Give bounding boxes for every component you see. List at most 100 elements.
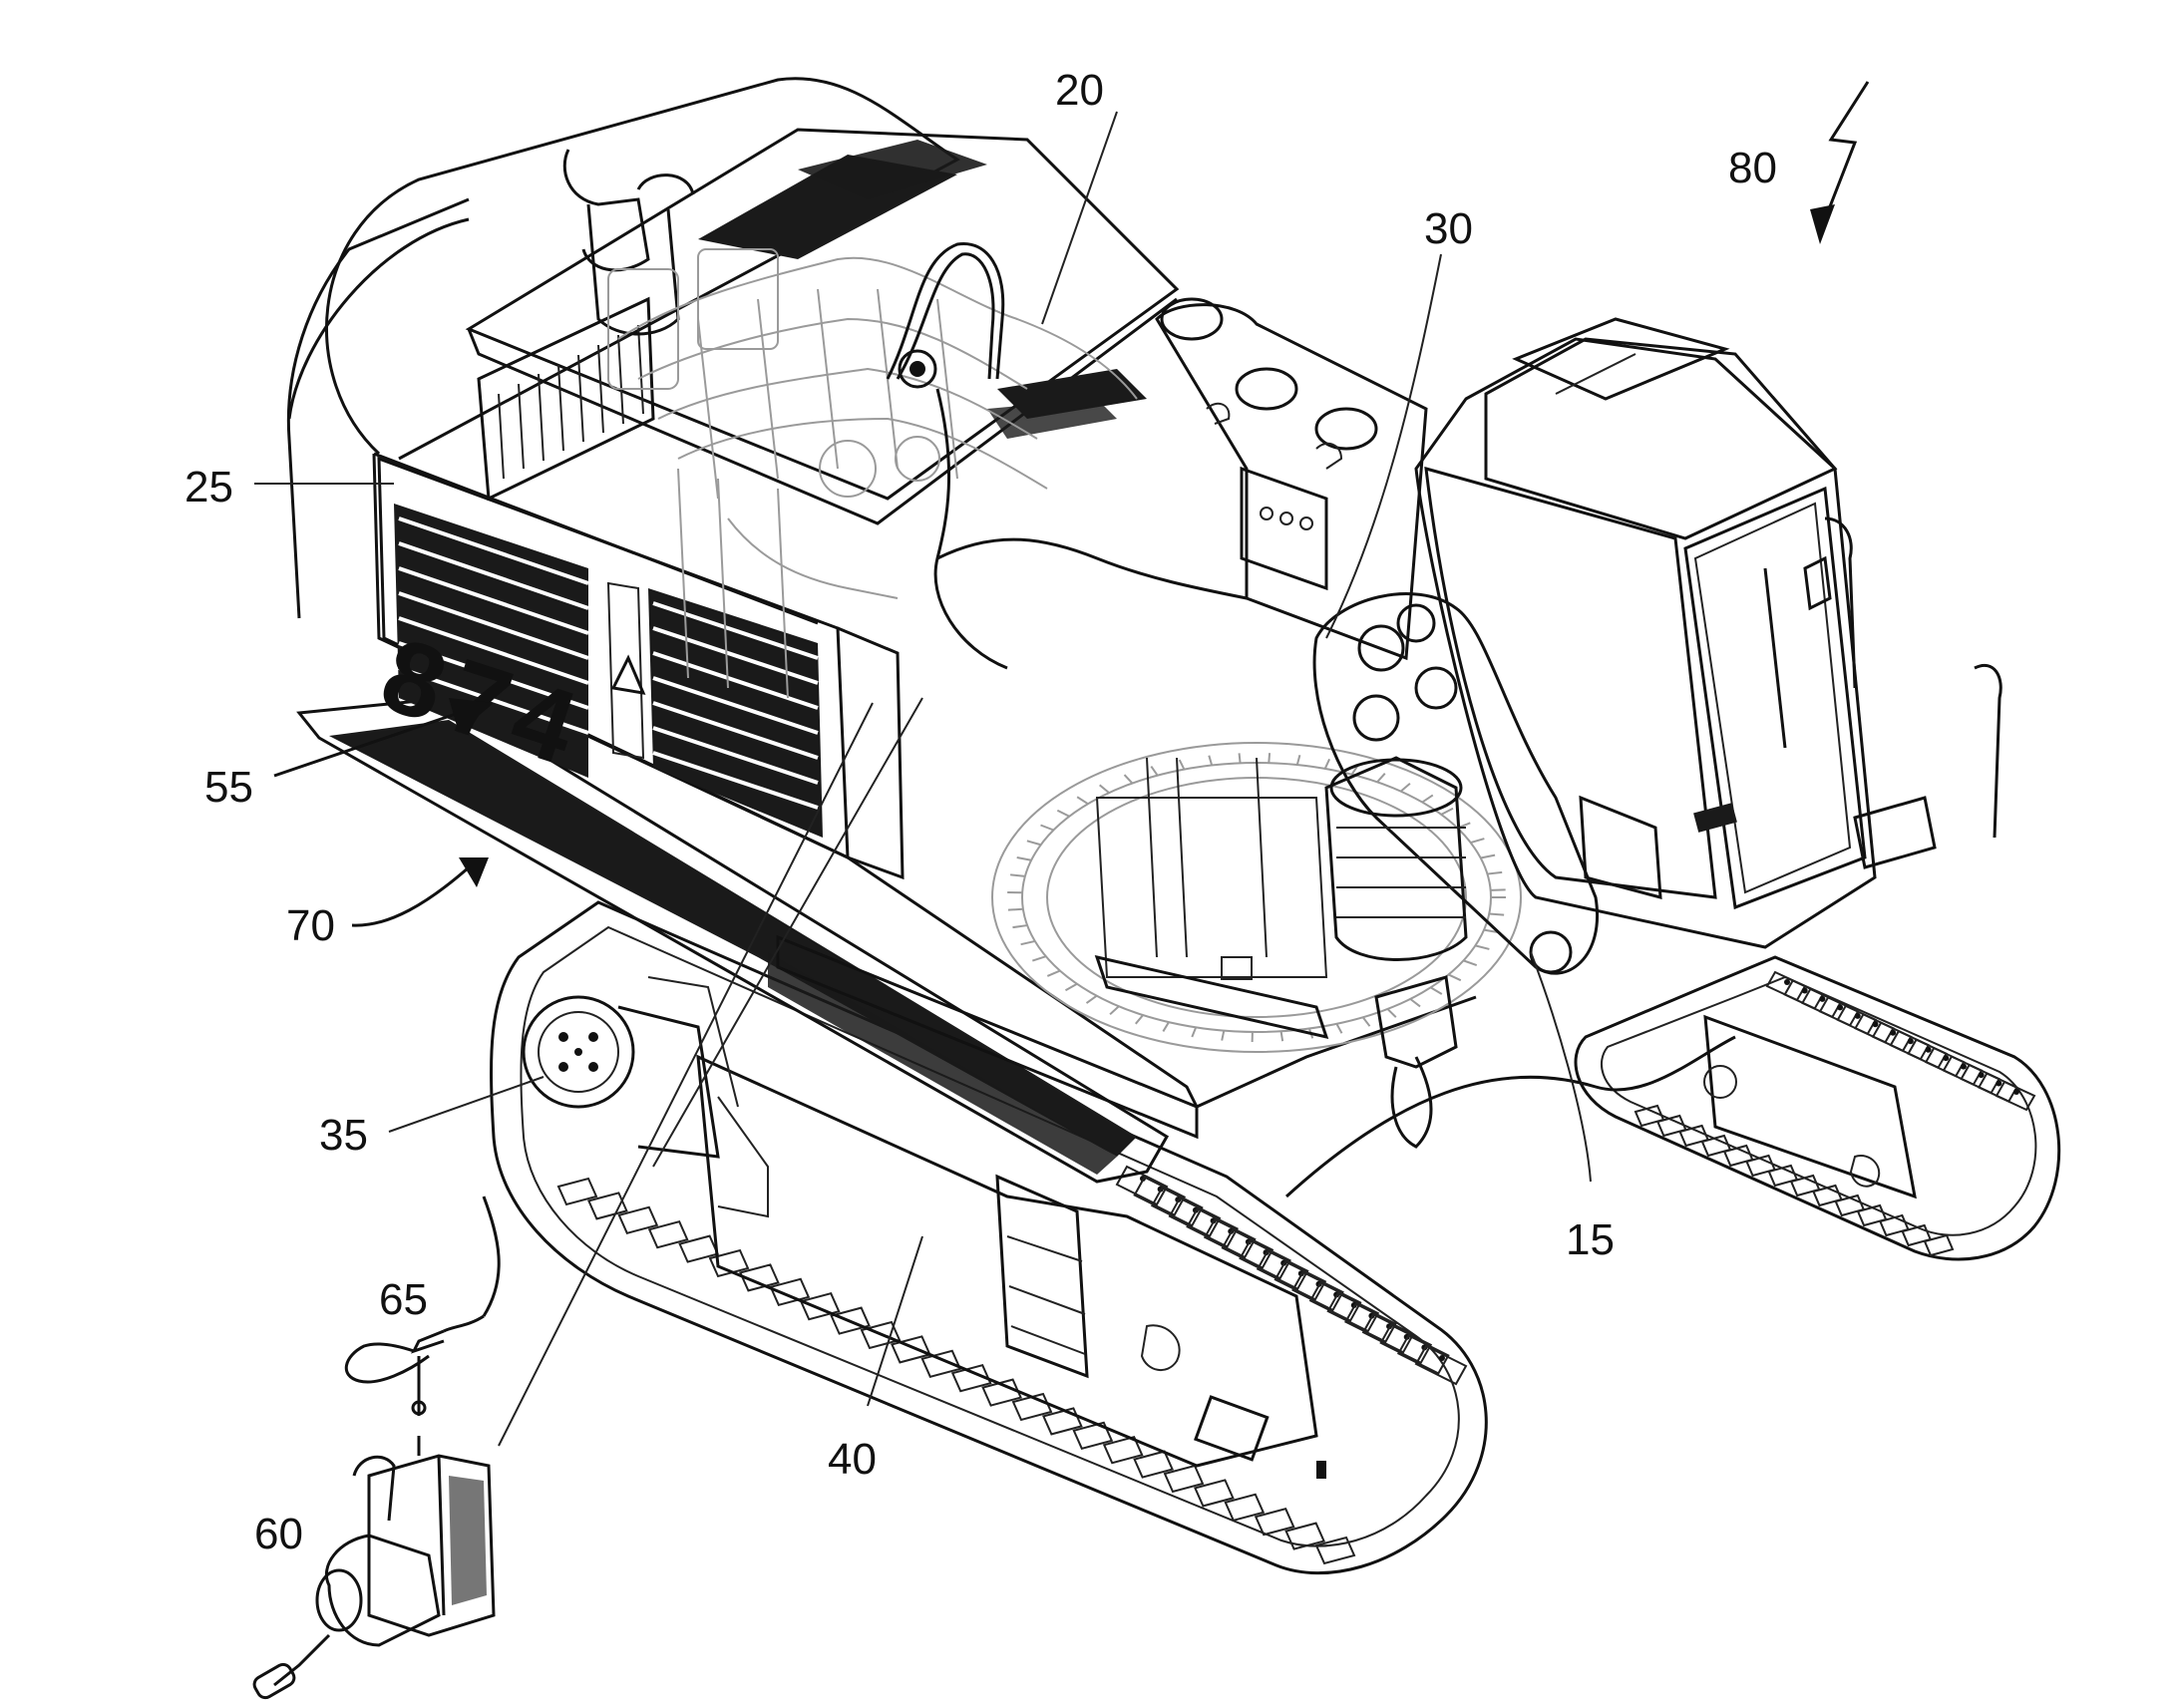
track-shoe xyxy=(1163,1464,1205,1494)
slewing-ring xyxy=(991,742,1522,1053)
track-shoe xyxy=(1923,1233,1955,1257)
track-bolt xyxy=(1978,1072,1985,1079)
track-shoe xyxy=(799,1292,841,1321)
track-shoe xyxy=(1308,1281,1362,1322)
direction-arrow-icon xyxy=(1823,81,1870,220)
engine-compartment xyxy=(607,241,1248,699)
track-shoe xyxy=(1284,1522,1325,1550)
track-shoe xyxy=(708,1248,750,1278)
track-shoe xyxy=(1133,1450,1174,1479)
track-bolt xyxy=(1837,1004,1844,1011)
ring-tooth xyxy=(1016,856,1032,861)
track-bolt xyxy=(1854,1012,1861,1019)
track-shoe xyxy=(1168,1196,1222,1238)
ring-tooth xyxy=(1376,773,1386,783)
operator-cab xyxy=(1414,317,2002,949)
ref-numeral-20: 20 xyxy=(1055,66,1104,115)
track-shoe xyxy=(830,1306,871,1335)
track-shoe xyxy=(1414,1344,1468,1386)
ref-numeral-15: 15 xyxy=(1566,1215,1615,1264)
track-shoe xyxy=(1194,1479,1235,1508)
ring-tooth xyxy=(1020,939,1036,946)
ring-tooth xyxy=(1400,782,1411,793)
track-shoe xyxy=(647,1220,689,1249)
track-bolt xyxy=(1996,1080,2002,1087)
track-shoe xyxy=(769,1277,811,1306)
track-shoe xyxy=(1256,1249,1309,1291)
track-shoe xyxy=(1150,1186,1204,1227)
ring-tooth xyxy=(1150,766,1159,777)
track-shoe xyxy=(950,1364,992,1393)
ring-tooth xyxy=(1475,944,1490,950)
ring-tooth xyxy=(1012,924,1028,929)
track-bolt xyxy=(1960,1063,1967,1070)
ref-numeral-30: 30 xyxy=(1424,204,1473,253)
track-shoe xyxy=(1072,1421,1114,1450)
heater-assembly xyxy=(252,1196,501,1700)
track-shoe xyxy=(1291,1270,1344,1312)
ref-numeral-40: 40 xyxy=(828,1435,877,1484)
reference-numerals: 20 80 30 25 55 70 35 15 65 40 60 xyxy=(184,66,1777,1558)
track-bolt xyxy=(1943,1055,1950,1062)
ring-tooth xyxy=(1085,994,1098,1004)
ring-tooth xyxy=(1191,1027,1198,1038)
warning-sign-icon xyxy=(610,654,646,695)
ring-tooth xyxy=(1040,824,1054,832)
track-shoe xyxy=(920,1349,962,1378)
ring-tooth xyxy=(1046,969,1061,977)
track-shoe xyxy=(1254,1508,1295,1537)
right-crawler-track xyxy=(1574,955,2061,1261)
ref-numeral-55: 55 xyxy=(204,763,253,812)
ring-tooth xyxy=(1386,1008,1397,1018)
track-bolt xyxy=(1890,1029,1897,1036)
track-bolt xyxy=(1872,1021,1879,1028)
ring-tooth xyxy=(1221,1030,1226,1041)
track-shoe xyxy=(1224,1493,1266,1522)
track-bolt xyxy=(2013,1089,2019,1095)
track-shoe xyxy=(1379,1323,1433,1365)
ring-tooth xyxy=(1135,1014,1144,1025)
track-bolt xyxy=(1801,987,1808,994)
track-shoe xyxy=(587,1192,628,1220)
ring-tooth xyxy=(1335,1023,1343,1034)
ring-tooth xyxy=(1487,870,1503,875)
boom-foot xyxy=(1312,592,1599,1149)
ring-tooth xyxy=(1238,753,1242,764)
ring-tooth xyxy=(1099,784,1110,794)
ring-tooth xyxy=(1490,888,1506,891)
ring-tooth xyxy=(1489,912,1505,916)
ring-tooth xyxy=(1279,1031,1284,1042)
track-bolt xyxy=(1925,1046,1932,1053)
track-shoe xyxy=(1995,1080,2036,1112)
ring-tooth xyxy=(1065,982,1078,992)
ref-numeral-35: 35 xyxy=(319,1111,368,1160)
ring-tooth xyxy=(1109,1005,1120,1016)
ref-numeral-60: 60 xyxy=(254,1510,303,1558)
track-shoe xyxy=(556,1177,598,1206)
track-shoe xyxy=(981,1378,1022,1407)
track-shoe xyxy=(1314,1536,1356,1565)
ring-tooth xyxy=(1480,854,1496,859)
track-shoe xyxy=(1102,1436,1144,1465)
track-shoe xyxy=(1186,1207,1239,1248)
ring-tooth xyxy=(1056,809,1070,818)
hydraulic-tank-area xyxy=(1155,297,1428,661)
track-shoe xyxy=(1326,1291,1380,1333)
track-shoe xyxy=(1396,1334,1450,1375)
track-shoe xyxy=(1221,1228,1274,1269)
track-shoe xyxy=(1115,1165,1169,1206)
ring-tooth xyxy=(1440,807,1454,816)
left-crawler-track xyxy=(490,900,1488,1575)
track-shoe xyxy=(1239,1238,1291,1280)
ring-tooth xyxy=(1178,759,1186,771)
ring-tooth xyxy=(1076,796,1089,806)
track-shoe xyxy=(1133,1176,1187,1216)
track-bolt xyxy=(1907,1038,1914,1045)
ring-tooth xyxy=(1007,907,1023,911)
track-shoe xyxy=(860,1320,902,1350)
track-shoe xyxy=(1361,1312,1415,1354)
track-bolt xyxy=(1439,1355,1445,1361)
ring-tooth xyxy=(1009,873,1025,877)
track-shoe xyxy=(1273,1259,1327,1301)
ref-numeral-80: 80 xyxy=(1728,144,1777,192)
